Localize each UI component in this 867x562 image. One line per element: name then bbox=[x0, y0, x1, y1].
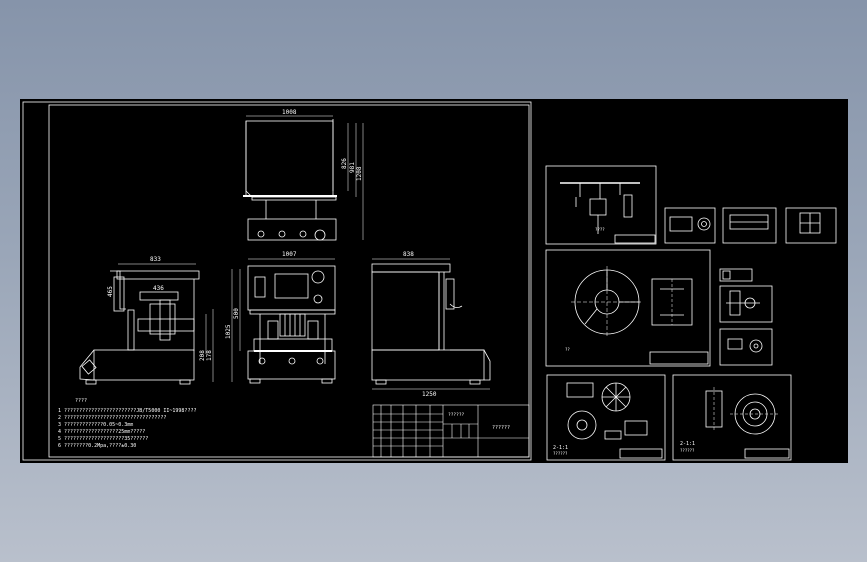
front-width-dim: 1007 bbox=[282, 251, 297, 258]
side-right-dim-2: 178 bbox=[206, 350, 213, 361]
flange-caption: 2-1:1 bbox=[680, 441, 695, 447]
assembly-caption: ???? bbox=[595, 227, 605, 232]
note-line-1: 1 ????????????????????????JB/T5000 II~19… bbox=[58, 408, 196, 414]
detail-sheet-small-b bbox=[722, 207, 777, 244]
front-view: 1007 500 1025 bbox=[225, 251, 336, 384]
side-view: 833 436 465 208 178 bbox=[79, 256, 214, 385]
front-height-dim-2: 1025 bbox=[225, 324, 232, 339]
detail-sheet-small-c bbox=[785, 207, 837, 244]
right-view: 838 1250 bbox=[371, 251, 491, 398]
detail-sheet-tag bbox=[719, 268, 753, 282]
top-height-dim-1: 826 bbox=[341, 158, 348, 169]
top-height-dim-2: 981 bbox=[349, 162, 356, 173]
top-width-dim: 1008 bbox=[282, 109, 297, 116]
front-height-dim-1: 500 bbox=[233, 308, 240, 319]
note-line-3: 3 ?????????????0.05~0.3mm bbox=[58, 422, 133, 428]
cad-drawing-canvas[interactable]: 1008 826 981 1208 833 436 bbox=[20, 99, 848, 463]
rotor-subcaption: ?????? bbox=[553, 451, 568, 456]
detail-sheet-rotor: 2-1:1 ?????? bbox=[546, 374, 666, 461]
right-bottom-dim: 1250 bbox=[422, 391, 437, 398]
note-line-2: 2 ?????????????????????????????????? bbox=[58, 415, 166, 421]
disc-caption: ?? bbox=[565, 347, 570, 352]
side-inner-dim: 436 bbox=[153, 285, 164, 292]
side-right-dim-1: 208 bbox=[199, 350, 206, 361]
technical-notes: ???? 1 ????????????????????????JB/T5000 … bbox=[58, 398, 196, 449]
note-line-5: 5 ????????????????????35?????? bbox=[58, 436, 148, 442]
detail-sheet-flange: 2-1:1 ?????? bbox=[672, 374, 792, 461]
rotor-caption: 2-1:1 bbox=[553, 445, 568, 451]
top-height-dim-3: 1208 bbox=[356, 166, 363, 181]
note-line-4: 4 ??????????????????25mm????? bbox=[58, 429, 145, 435]
side-height-dim: 465 bbox=[107, 286, 114, 297]
right-width-dim: 838 bbox=[403, 251, 414, 258]
top-view: 1008 826 981 1208 bbox=[243, 109, 364, 241]
title-code-cell: ?????? bbox=[492, 425, 510, 431]
title-block: ?????? ?????? bbox=[372, 404, 530, 458]
detail-sheet-bracket bbox=[719, 285, 773, 323]
side-width-dim: 833 bbox=[150, 256, 161, 263]
detail-sheet-assembly: ???? bbox=[545, 165, 657, 245]
detail-sheet-fitting bbox=[719, 328, 773, 366]
detail-sheet-disc: ?? bbox=[545, 249, 711, 367]
sheet-inner-frame bbox=[48, 104, 530, 458]
detail-sheet-small-a bbox=[664, 207, 716, 244]
notes-heading: ???? bbox=[75, 398, 87, 404]
flange-subcaption: ?????? bbox=[680, 448, 695, 453]
sheet-outer-border bbox=[22, 101, 532, 461]
note-line-6: 6 ????????0.2Mpa,????±0.30 bbox=[58, 443, 136, 449]
title-name-cell: ?????? bbox=[448, 412, 465, 418]
main-drawing-sheet: 1008 826 981 1208 833 436 bbox=[22, 101, 532, 461]
